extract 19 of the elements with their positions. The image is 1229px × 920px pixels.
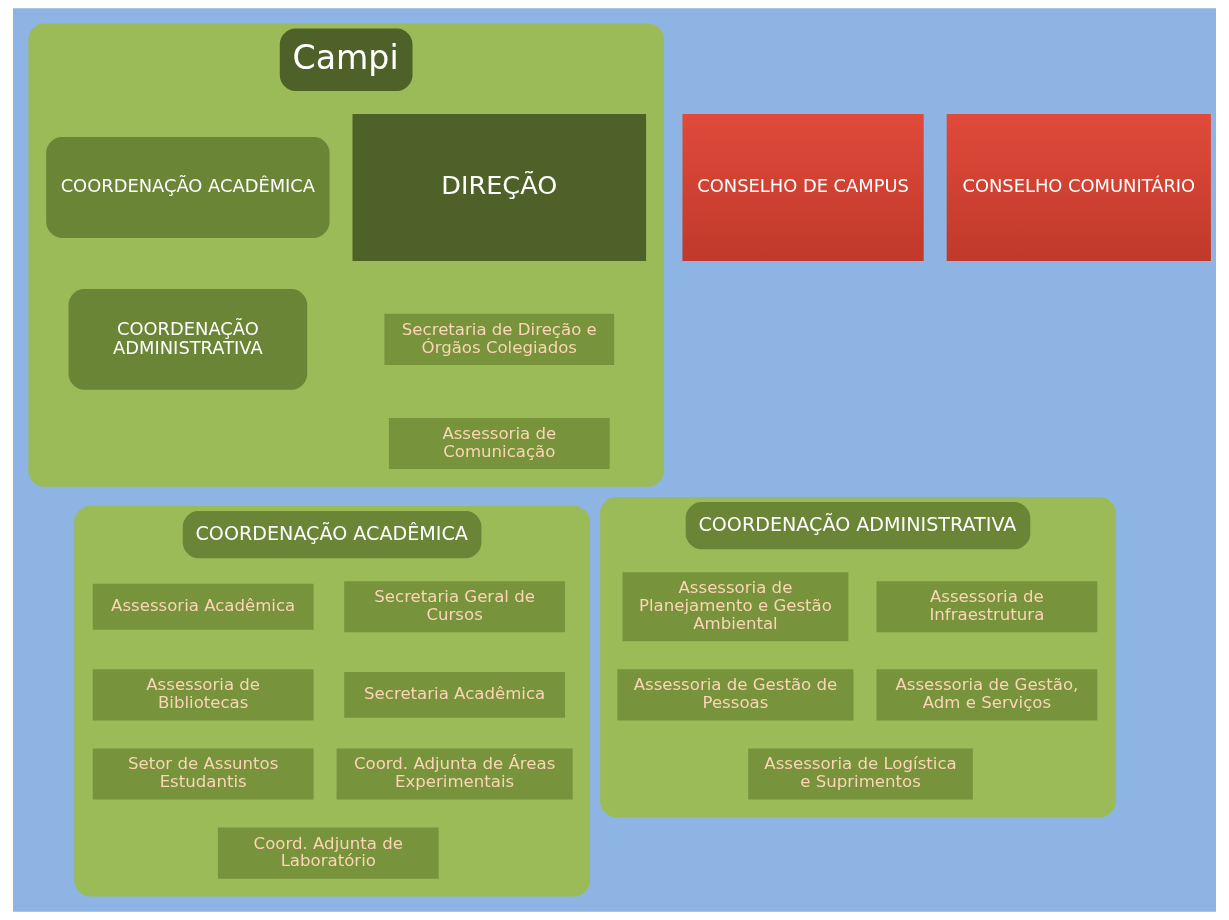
node-box: DIREÇÃO <box>352 114 647 261</box>
node-box: COORDENAÇÃO ACADÊMICA <box>46 137 330 238</box>
node-box: Assessoria de Logística e Suprimentos <box>748 748 973 800</box>
node-box: Assessoria de Comunicação <box>388 417 610 469</box>
node-box: COORDENAÇÃO ADMINISTRATIVA <box>68 288 308 390</box>
node-box: Coord. Adjunta de Áreas Experimentais <box>336 748 573 800</box>
node-box: Secretaria Acadêmica <box>344 671 566 718</box>
node-box: Assessoria de Gestão de Pessoas <box>617 669 854 721</box>
node-box: Secretaria de Direção e Órgãos Colegiados <box>384 313 615 365</box>
node-box: Setor de Assuntos Estudantis <box>92 748 314 800</box>
node-box: Secretaria Geral de Cursos <box>344 581 566 633</box>
node-box: Assessoria de Infraestrutura <box>876 581 1098 633</box>
node-box: Assessoria de Planejamento e Gestão Ambiental <box>622 572 849 642</box>
node-box: CONSELHO DE CAMPUS <box>682 114 924 261</box>
node-box: CONSELHO COMUNITÁRIO <box>946 114 1211 261</box>
node-box: Assessoria Acadêmica <box>92 583 314 630</box>
node-box: Coord. Adjunta de Laboratório <box>217 827 439 879</box>
node-box: Assessoria de Bibliotecas <box>92 669 314 721</box>
node-box: Assessoria de Gestão, Adm e Serviços <box>876 669 1098 721</box>
